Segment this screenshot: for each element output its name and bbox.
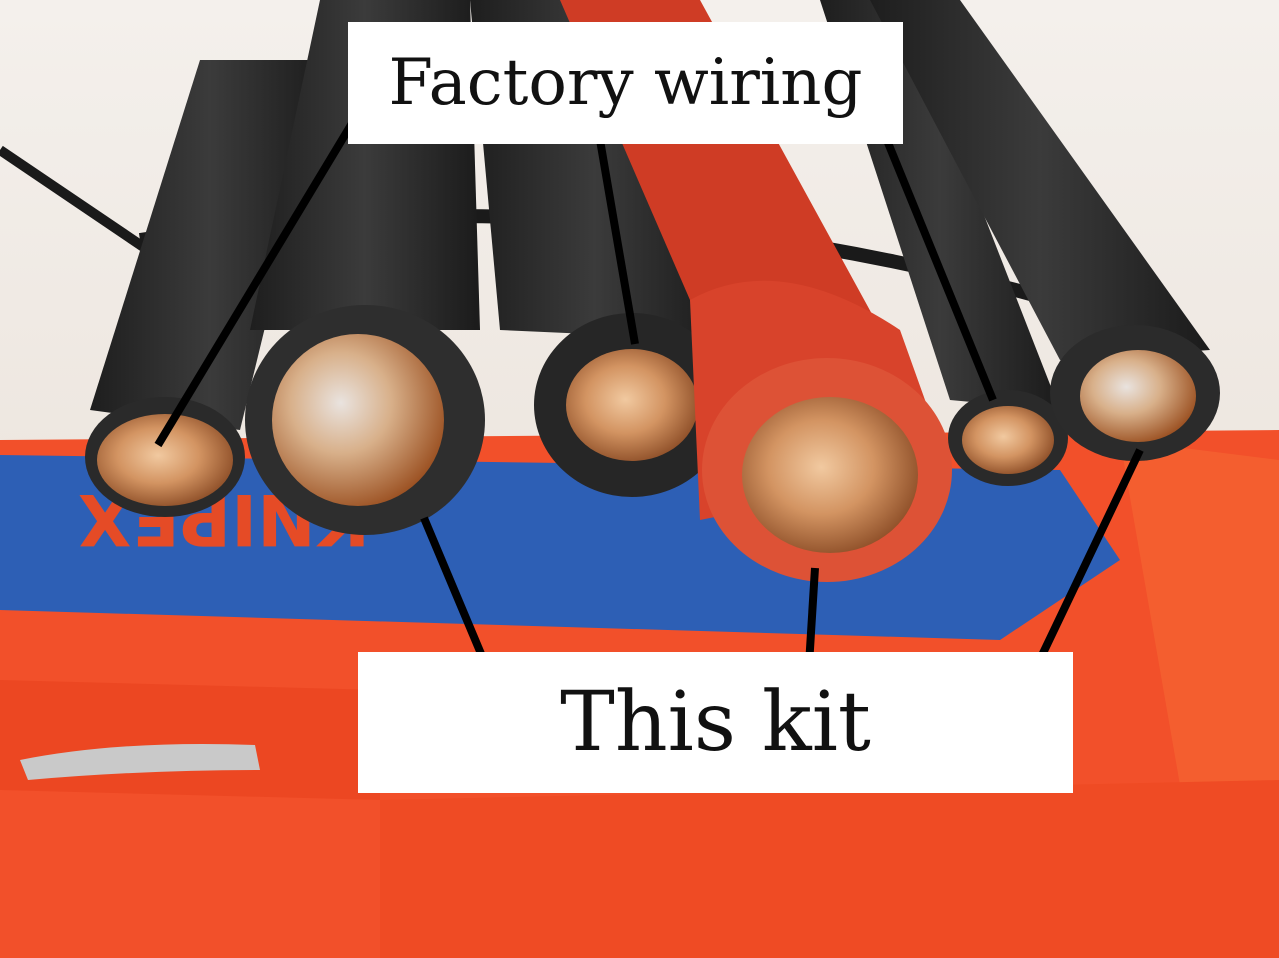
pointer-top-3 <box>878 126 997 402</box>
pointer-bottom-2 <box>805 567 819 666</box>
pointer-top-2 <box>596 139 639 345</box>
metal-clip <box>20 744 260 780</box>
pointer-bottom-1 <box>420 516 491 670</box>
factory-wiring-label: Factory wiring <box>348 22 903 144</box>
cable-5 <box>948 390 1068 486</box>
this-kit-text: This kit <box>560 675 871 770</box>
this-kit-label: This kit <box>358 652 1073 793</box>
cable-6 <box>1050 325 1220 461</box>
pointer-bottom-3 <box>1030 448 1144 674</box>
pointer-top-1 <box>154 107 364 448</box>
cable-2 <box>245 305 485 535</box>
factory-wiring-text: Factory wiring <box>388 46 863 120</box>
pointer-lines <box>154 107 1144 674</box>
cable-1 <box>85 397 245 517</box>
cable-4 <box>690 280 952 582</box>
cable-3 <box>534 313 730 497</box>
